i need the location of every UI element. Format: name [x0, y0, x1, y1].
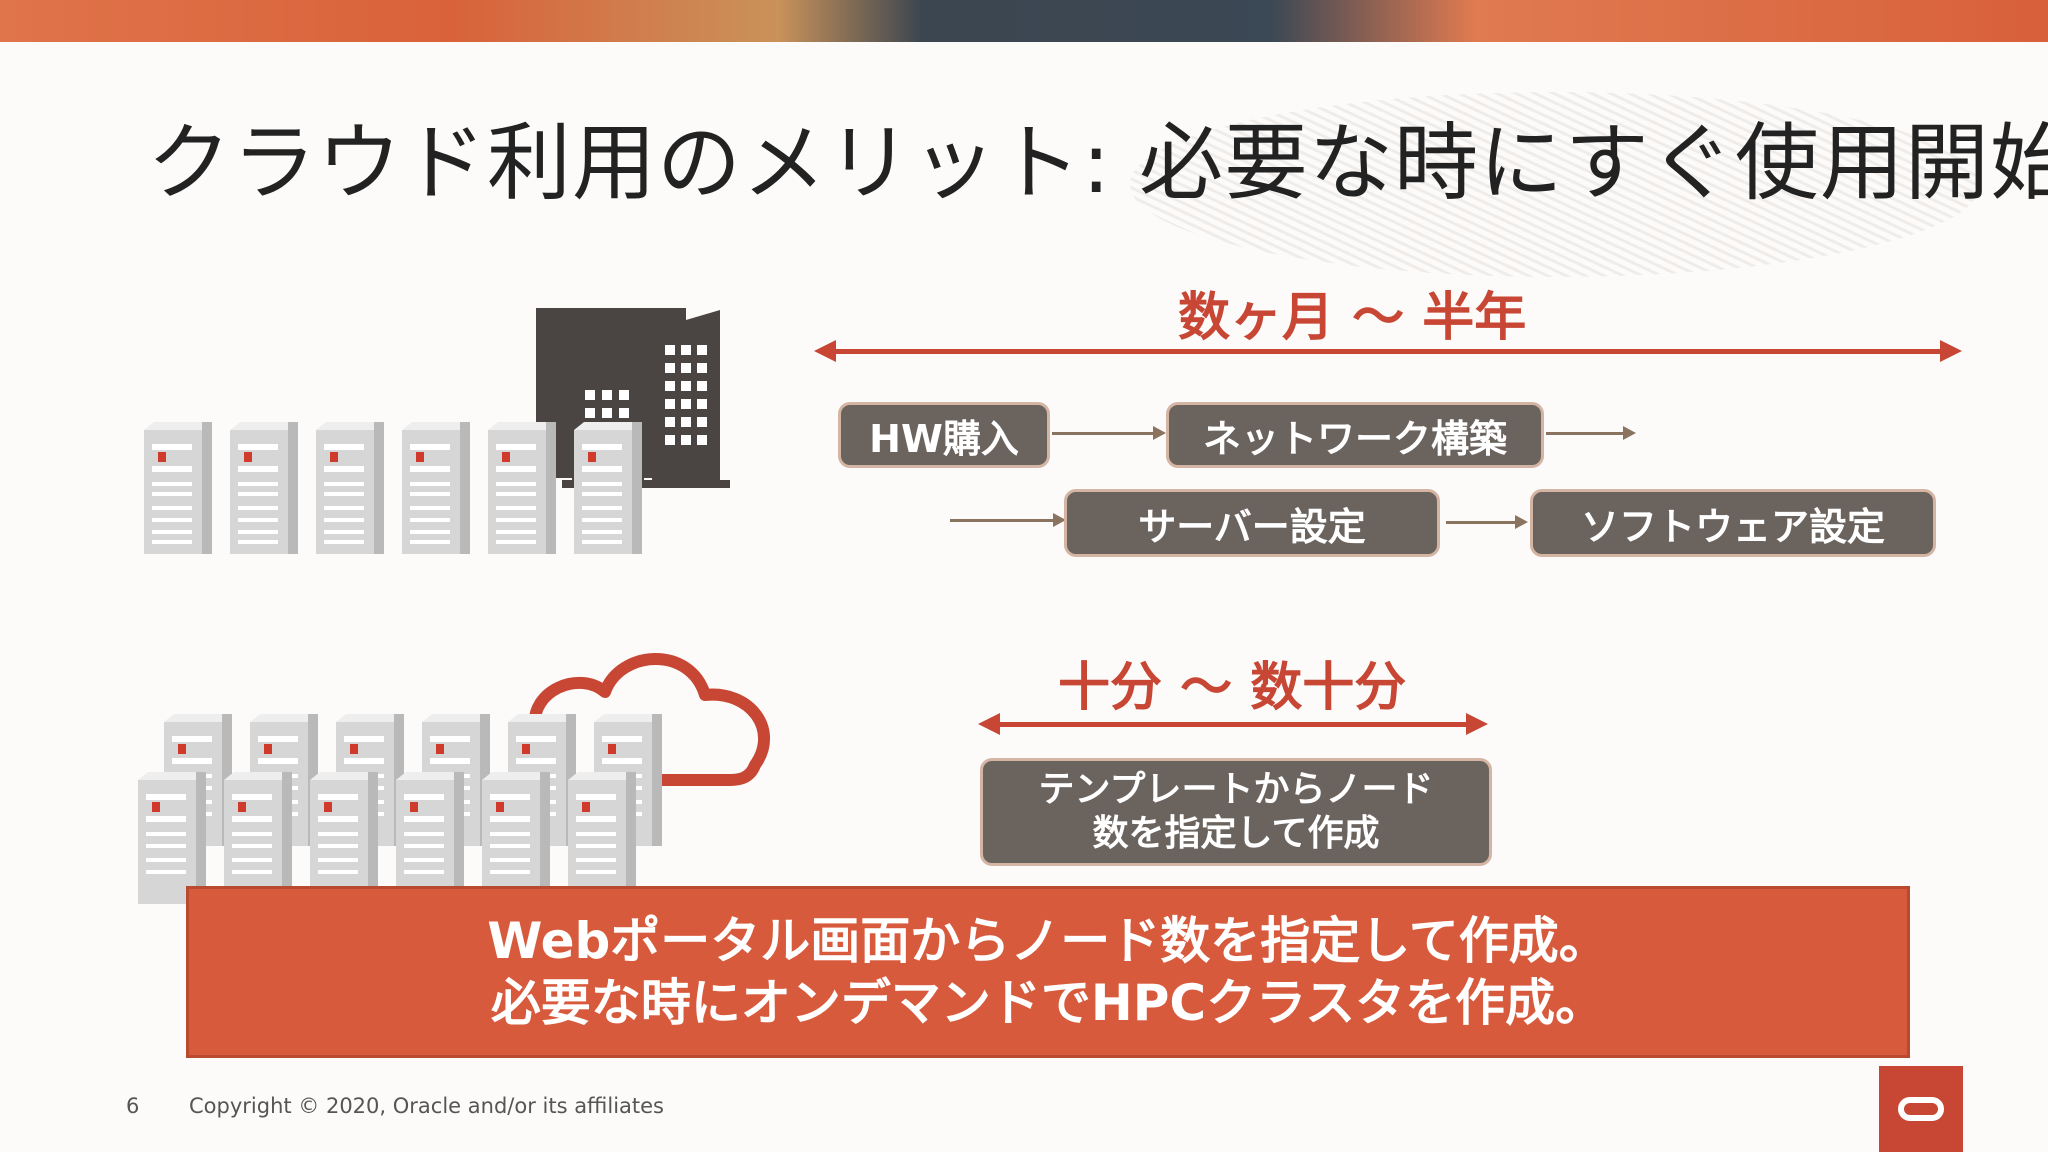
server-icon	[574, 422, 642, 554]
server-icon	[482, 772, 550, 904]
step-arrow	[1446, 515, 1528, 529]
server-icon	[402, 422, 470, 554]
cloud-duration-arrow	[996, 722, 1470, 727]
template-step-line1: テンプレートからノード	[1038, 769, 1434, 810]
page-number: 6	[126, 1094, 140, 1118]
banner-line-1: Webポータル画面からノード数を指定して作成。	[487, 912, 1609, 970]
slide-title: クラウド利用のメリット: 必要な時にすぐ使用開始	[147, 114, 2048, 212]
step-arrow	[1546, 426, 1636, 440]
copyright-text: Copyright © 2020, Oracle and/or its affi…	[189, 1094, 664, 1118]
traditional-duration-label: 数ヶ月 〜 半年	[1178, 288, 1527, 348]
cloud-duration-label: 十分 〜 数十分	[1058, 658, 1407, 718]
server-icon	[316, 422, 384, 554]
step-server-config: サーバー設定	[1064, 489, 1440, 557]
server-icon	[310, 772, 378, 904]
step-hw-purchase: HW購入	[838, 402, 1050, 468]
server-icon	[396, 772, 464, 904]
header-decoration-band	[0, 0, 2048, 42]
cloud-illustration	[138, 653, 771, 904]
duration-arrow-right-head	[1940, 340, 1962, 362]
summary-banner: Webポータル画面からノード数を指定して作成。 必要な時にオンデマンドでHPCク…	[186, 886, 1910, 1058]
server-icon	[138, 772, 206, 904]
step-template-create: テンプレートからノード 数を指定して作成	[980, 758, 1492, 866]
server-icon	[144, 422, 212, 554]
oracle-logo-icon	[1879, 1066, 1963, 1152]
on-prem-illustration	[144, 308, 730, 554]
server-icon	[568, 772, 636, 904]
step-arrow	[1052, 426, 1166, 440]
duration-arrow-right-head	[1466, 713, 1488, 735]
server-icon	[488, 422, 556, 554]
server-icon	[230, 422, 298, 554]
traditional-duration-arrow	[832, 349, 1944, 354]
duration-arrow-left-head	[978, 713, 1000, 735]
step-network-build: ネットワーク構築	[1166, 402, 1544, 468]
step-software-config: ソフトウェア設定	[1530, 489, 1936, 557]
step-arrow	[950, 513, 1066, 527]
title-texture-decoration	[1130, 92, 1980, 277]
duration-arrow-left-head	[814, 340, 836, 362]
template-step-line2: 数を指定して作成	[1092, 813, 1380, 854]
banner-line-2: 必要な時にオンデマンドでHPCクラスタを作成。	[490, 974, 1606, 1032]
server-icon	[224, 772, 292, 904]
